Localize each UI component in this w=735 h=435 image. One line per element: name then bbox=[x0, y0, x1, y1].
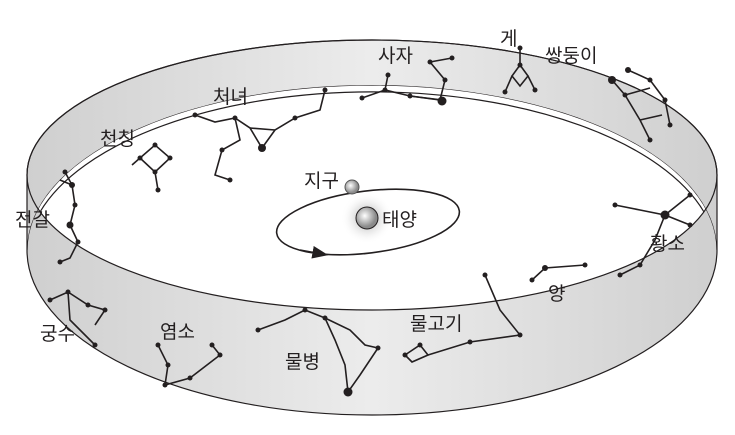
label-sagittarius: 궁수 bbox=[40, 323, 75, 345]
label-leo: 사자 bbox=[378, 45, 413, 67]
earth-label: 지구 bbox=[304, 170, 339, 192]
label-cancer: 게 bbox=[500, 28, 517, 50]
constellation-scorpio bbox=[57, 169, 81, 265]
constellation-libra bbox=[131, 142, 173, 193]
constellation-gemini bbox=[608, 67, 673, 143]
constellation-sagittarius bbox=[47, 289, 108, 348]
constellation-leo bbox=[359, 55, 455, 106]
label-libra: 천칭 bbox=[100, 128, 135, 150]
constellation-aries bbox=[529, 262, 588, 283]
constellation-cancer bbox=[502, 45, 538, 95]
sun-icon bbox=[355, 206, 379, 230]
constellation-aquarius bbox=[255, 307, 381, 397]
orbit bbox=[275, 179, 461, 259]
sun-label: 태양 bbox=[382, 209, 417, 231]
constellation-capricorn bbox=[155, 342, 223, 388]
label-pisces: 물고기 bbox=[410, 313, 462, 335]
label-gemini: 쌍둥이 bbox=[545, 45, 597, 67]
label-scorpio: 전갈 bbox=[15, 209, 50, 231]
label-capricorn: 염소 bbox=[160, 321, 195, 343]
constellation-virgo bbox=[192, 87, 328, 183]
label-aries: 양 bbox=[548, 283, 565, 305]
earth-icon bbox=[344, 179, 360, 195]
label-taurus: 황소 bbox=[650, 233, 685, 255]
label-aquarius: 물병 bbox=[285, 351, 320, 373]
label-virgo: 처녀 bbox=[213, 86, 248, 108]
constellation-pisces bbox=[402, 272, 523, 363]
constellation-taurus bbox=[612, 192, 693, 278]
